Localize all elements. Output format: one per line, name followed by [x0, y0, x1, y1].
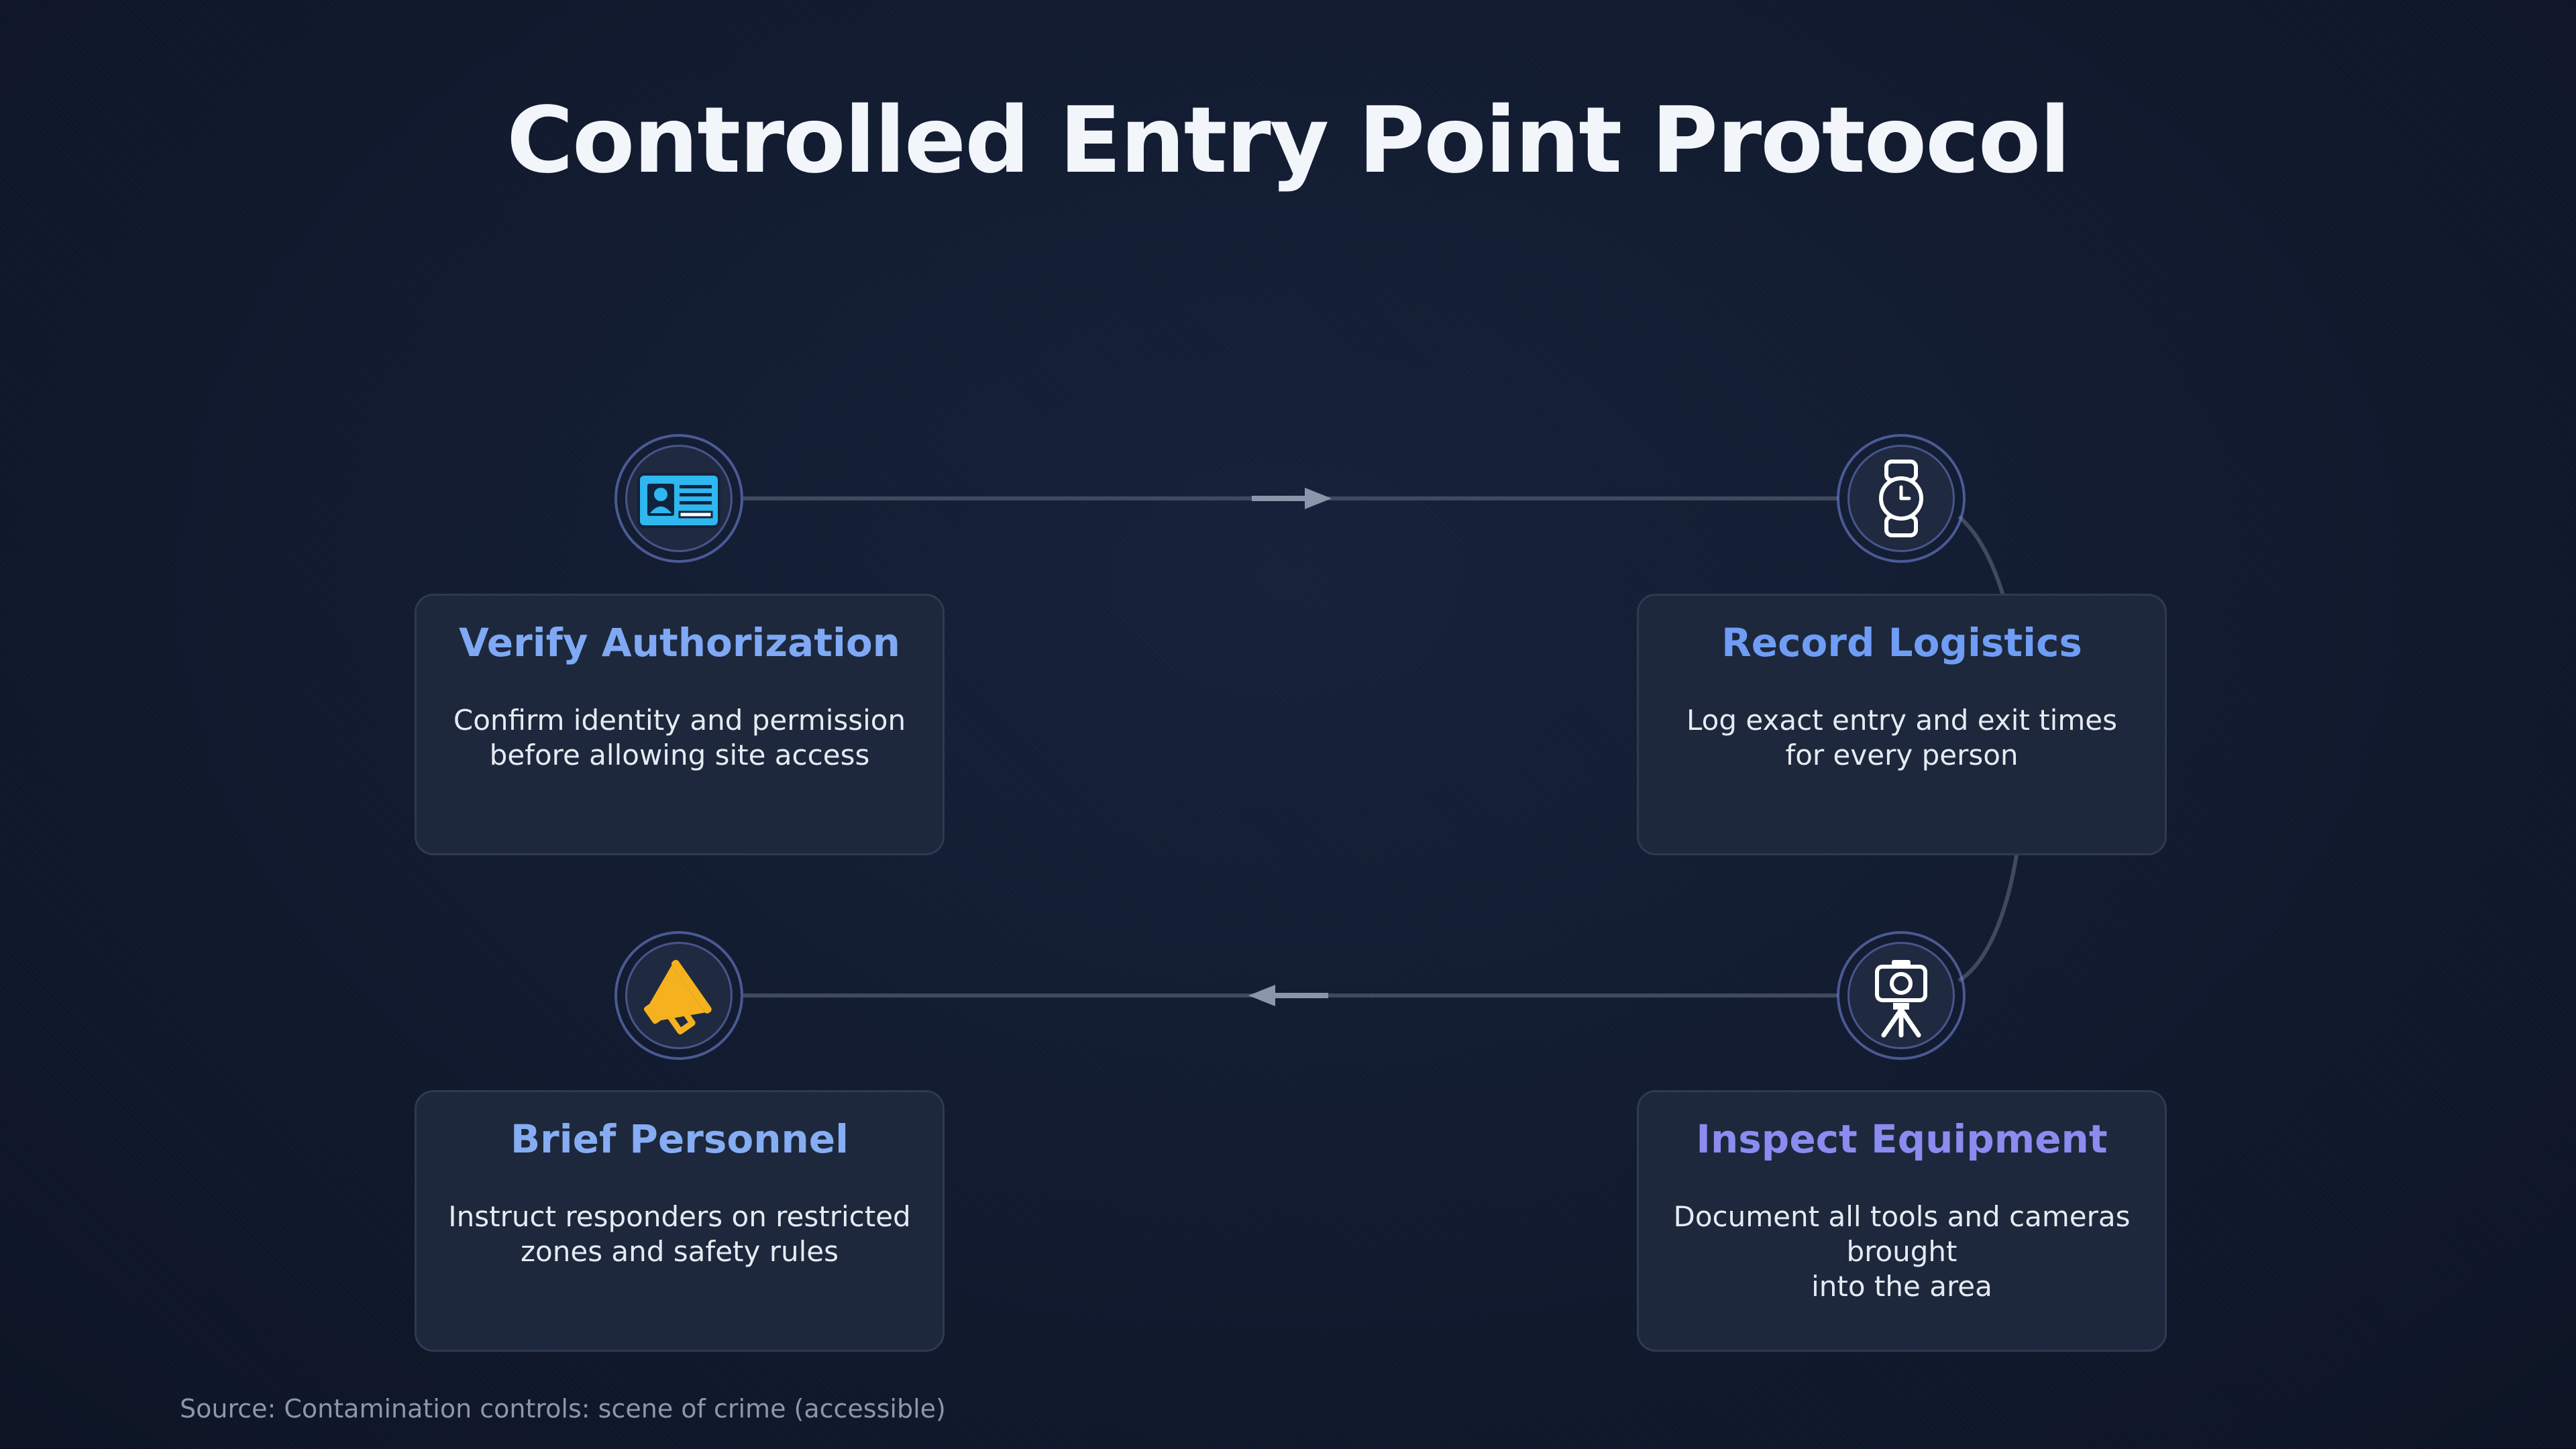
step-description: Instruct responders on restricted zones …	[410, 1199, 949, 1269]
camera-tripod-icon	[1875, 960, 1927, 1038]
step-card-inspect-equipment: Inspect Equipment Document all tools and…	[1637, 1090, 2167, 1352]
step-card-verify-authorization: Verify Authorization Confirm identity an…	[415, 594, 945, 855]
step-node-record-logistics	[1837, 434, 1966, 563]
step-description: Log exact entry and exit times for every…	[1632, 703, 2171, 773]
step-node-brief-personnel	[614, 931, 743, 1060]
step-description: Document all tools and cameras brought i…	[1632, 1199, 2171, 1304]
megaphone-icon	[643, 959, 712, 1034]
step-description-line: for every person	[1785, 739, 2019, 771]
step-card-record-logistics: Record Logistics Log exact entry and exi…	[1637, 594, 2167, 855]
step-node-inspect-equipment	[1837, 931, 1966, 1060]
step-card-brief-personnel: Brief Personnel Instruct responders on r…	[415, 1090, 945, 1352]
arrow-left-icon	[1248, 985, 1328, 1006]
step-description-line: Instruct responders on restricted	[448, 1200, 911, 1233]
step-title: Brief Personnel	[510, 1116, 849, 1162]
step-title: Record Logistics	[1721, 620, 2082, 665]
step-description-line: Log exact entry and exit times	[1686, 704, 2117, 737]
step-description-line: into the area	[1811, 1270, 1992, 1303]
source-caption: Source: Contamination controls: scene of…	[180, 1394, 946, 1424]
step-title: Verify Authorization	[459, 620, 900, 665]
step-description-line: before allowing site access	[489, 739, 870, 771]
arrow-right-icon	[1252, 488, 1332, 509]
page-title: Controlled Entry Point Protocol	[506, 88, 2071, 194]
step-description-line: Confirm identity and permission	[453, 704, 906, 737]
step-description: Confirm identity and permission before a…	[410, 703, 949, 773]
step-node-verify-authorization	[614, 434, 743, 563]
step-description-line: zones and safety rules	[521, 1235, 839, 1268]
step-title: Inspect Equipment	[1696, 1116, 2108, 1162]
step-description-line: Document all tools and cameras brought	[1673, 1200, 2131, 1268]
wristwatch-icon	[1879, 460, 1923, 537]
id-card-icon	[637, 473, 720, 528]
